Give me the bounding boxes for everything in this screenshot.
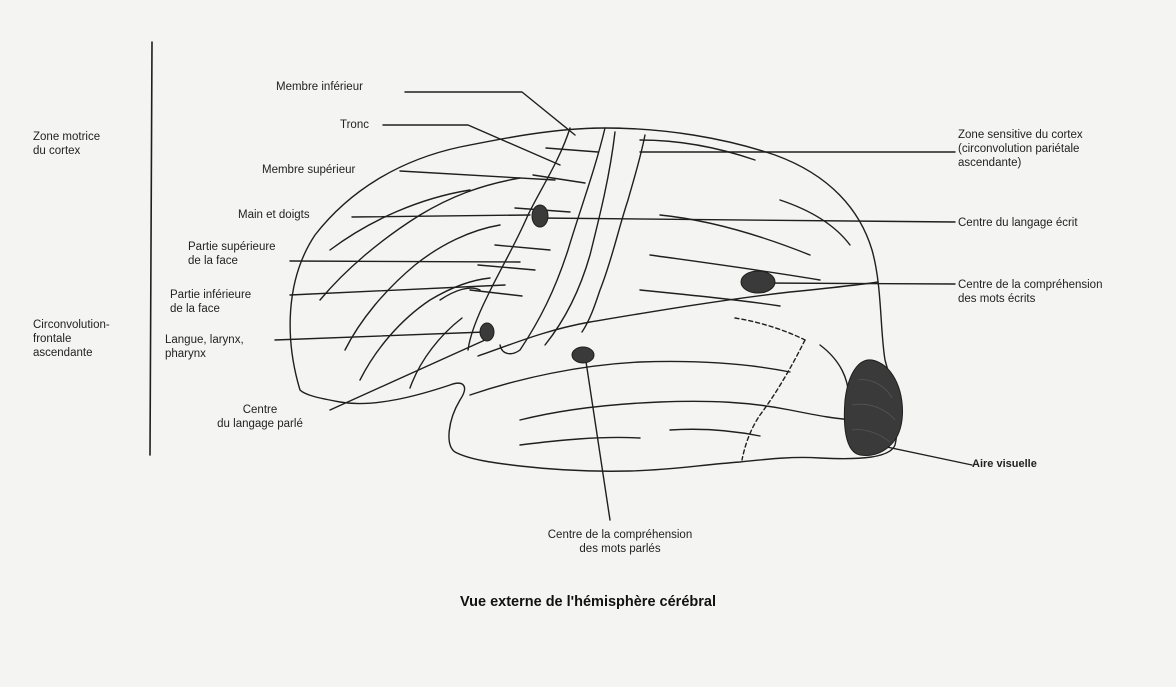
hand-fingers-label: Main et doigts xyxy=(238,208,310,222)
brain-outline xyxy=(290,128,897,471)
writing-center-label: Centre du langage écrit xyxy=(958,216,1078,230)
visual-area-label: Aire visuelle xyxy=(972,457,1037,471)
motor-zone-bracket xyxy=(150,42,152,455)
frontal-gyrus-label: Circonvolution- frontale ascendante xyxy=(33,318,110,360)
parieto-occipital-line xyxy=(735,318,805,340)
speech-center-label: Centre du langage parlé xyxy=(190,403,330,431)
written-comprehension-label: Centre de la compréhension des mots écri… xyxy=(958,278,1102,306)
trunk-label: Tronc xyxy=(340,118,369,132)
speech-motor-spot xyxy=(480,323,494,341)
writing-center-spot xyxy=(532,205,548,227)
written-comprehension-spot xyxy=(741,271,775,293)
lower-limb-label: Membre inférieur xyxy=(276,80,363,94)
temporal-upper xyxy=(470,361,790,395)
lower-face-label: Partie inférieure de la face xyxy=(170,288,251,316)
temporal-sulcus xyxy=(520,401,860,420)
preoccipital-line xyxy=(742,340,805,460)
upper-face-label: Partie supérieure de la face xyxy=(188,240,276,268)
word-comprehension-spot xyxy=(572,347,594,363)
tongue-larynx-label: Langue, larynx, pharynx xyxy=(165,333,244,361)
motor-zone-label: Zone motrice du cortex xyxy=(33,130,100,158)
spoken-comprehension-label: Centre de la compréhension des mots parl… xyxy=(510,528,730,556)
page-title: Vue externe de l'hémisphère cérébral xyxy=(0,594,1176,610)
visual-area xyxy=(844,360,902,456)
upper-limb-label: Membre supérieur xyxy=(262,163,355,177)
precentral-gyrus xyxy=(468,128,570,350)
sensory-zone-label: Zone sensitive du cortex (circonvolution… xyxy=(958,128,1083,170)
